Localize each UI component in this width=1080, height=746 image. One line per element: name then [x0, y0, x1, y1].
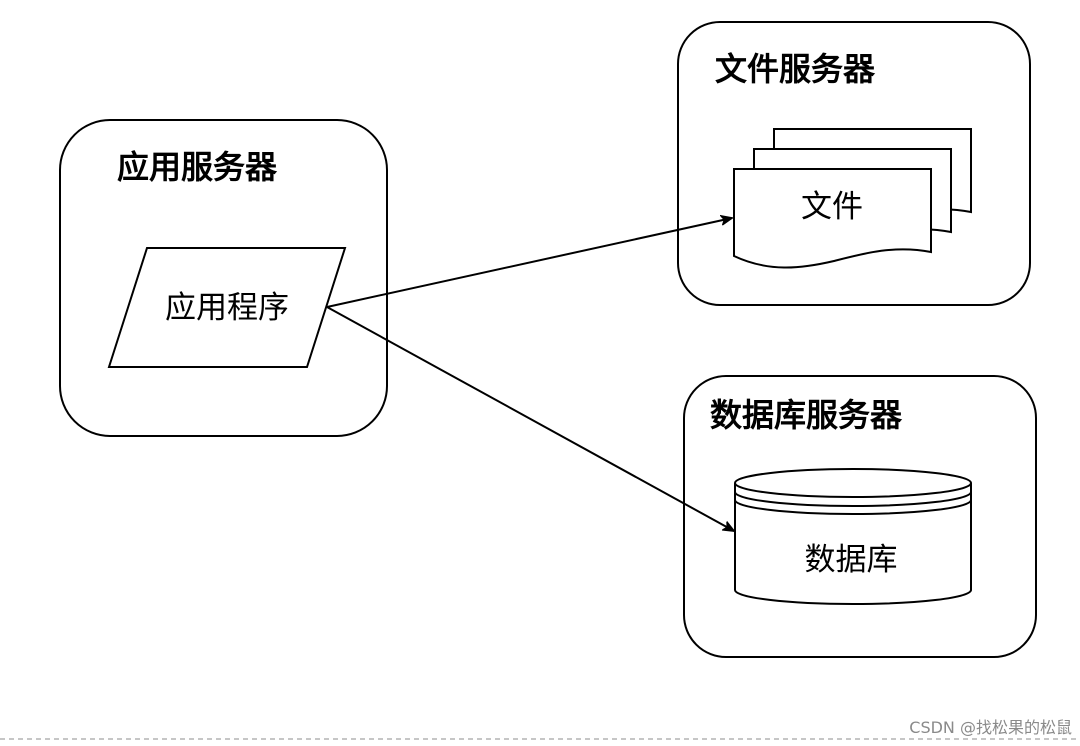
database-label: 数据库	[805, 542, 898, 578]
watermark-text: CSDN @找松果的松鼠	[909, 718, 1072, 737]
db-server-node: 数据库服务器 数据库	[683, 375, 1037, 658]
app-server-title: 应用服务器	[117, 148, 278, 186]
program-label: 应用程序	[165, 290, 289, 326]
edge-program-to-file	[326, 218, 732, 308]
file-stack-icon	[733, 128, 972, 269]
db-server-title: 数据库服务器	[710, 396, 903, 434]
app-server-node: 应用服务器 应用程序	[59, 119, 388, 437]
file-label: 文件	[801, 189, 863, 225]
database-cylinder-icon	[734, 468, 972, 605]
file-server-title: 文件服务器	[715, 50, 876, 88]
file-server-node: 文件服务器 文件	[677, 21, 1031, 306]
edge-program-to-database	[326, 306, 734, 531]
program-parallelogram	[107, 247, 347, 368]
